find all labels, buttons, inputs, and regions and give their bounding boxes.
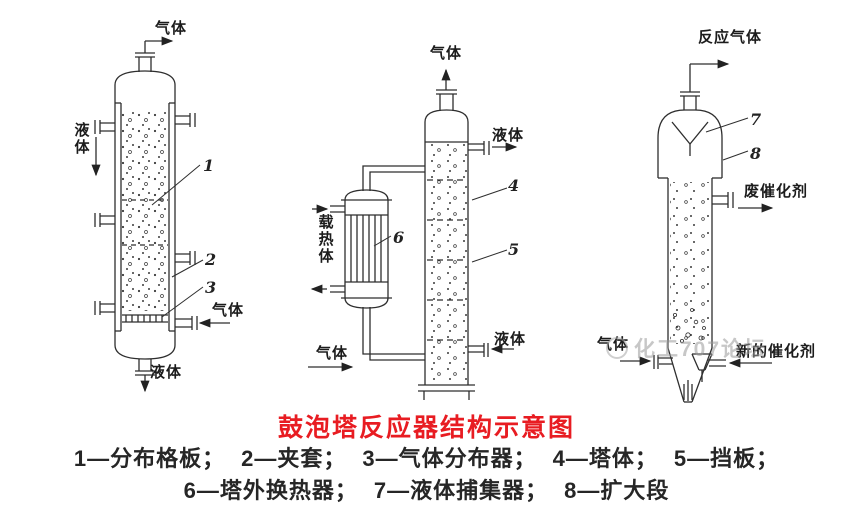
left-gas-outlet-label: 气体 — [155, 20, 188, 37]
callout-7: 7 — [750, 110, 762, 129]
callout-leader-5 — [471, 249, 508, 263]
callout-3: 3 — [205, 278, 217, 297]
baffle-plates — [427, 179, 466, 341]
callout-5: 5 — [508, 240, 520, 259]
vessel-shell — [114, 70, 176, 360]
middle-heat-carrier-label: 载热体 — [316, 214, 334, 265]
bottom-bubble-cluster — [673, 308, 706, 343]
left-liquid-inlet-label: 液体 — [72, 122, 90, 156]
bubble-fill — [122, 111, 168, 311]
lower-circulation-pipe — [362, 307, 425, 361]
callout-leaders — [151, 164, 204, 318]
right-reactor-diagram — [620, 59, 774, 403]
catalyst-feed-funnel — [691, 353, 713, 382]
left-gas-inlet-label: 气体 — [212, 302, 245, 319]
callout-leaders — [705, 117, 749, 161]
callout-leader-4 — [471, 187, 508, 201]
middle-gas-outlet-label: 气体 — [430, 45, 463, 62]
jacket-wall — [115, 102, 175, 332]
right-gas-inlet-label: 气体 — [597, 336, 630, 353]
column-shell — [667, 178, 713, 348]
callout-8: 8 — [750, 144, 762, 163]
heat-exchanger-tubes — [345, 214, 388, 283]
liquid-inlet-pipe — [468, 343, 514, 357]
callout-leader-2 — [171, 259, 204, 278]
callout-leader-7 — [705, 117, 749, 133]
gas-outlet-pipe — [436, 68, 457, 111]
heat-carrier-nozzles — [310, 204, 345, 294]
figure-title: 鼓泡塔反应器结构示意图 — [277, 414, 575, 442]
reaction-gas-outlet-pipe — [680, 59, 730, 110]
legend-line-2: 6—塔外换热器； 7—液体捕集器； 8—扩大段 — [0, 473, 853, 505]
new-catalyst-inlet — [708, 358, 772, 368]
callout-leader-3 — [161, 286, 204, 318]
callout-leader-1 — [151, 164, 201, 206]
liquid-outlet-pipe — [468, 141, 518, 155]
middle-reactor-diagram — [308, 68, 518, 400]
left-liquid-outlet-label: 液体 — [150, 364, 183, 381]
callout-4: 4 — [508, 176, 520, 195]
callout-leader-6 — [373, 235, 392, 247]
heat-exchanger-shell — [341, 189, 392, 309]
spent-catalyst-outlet — [712, 192, 774, 213]
legend-item-5: 5—挡板； — [673, 446, 780, 471]
liquid-trap-funnel — [671, 121, 709, 156]
legend-item-4: 4—塔体； — [552, 446, 658, 471]
gas-inlet — [620, 355, 673, 369]
right-spent-catalyst-label: 废催化剂 — [744, 183, 809, 200]
bottom-cone — [667, 347, 713, 403]
legend-item-1: 1—分布格板； — [73, 446, 226, 471]
liquid-outlet-pipe — [135, 359, 155, 393]
upper-circulation-pipe — [362, 165, 425, 191]
legend-line-1: 1—分布格板； 2—夹套； 3—气体分布器； 4—塔体； 5—挡板； — [0, 441, 853, 473]
legend-item-8: 8—扩大段 — [564, 478, 670, 503]
grid-plates — [122, 199, 168, 246]
middle-liquid-inlet-label: 液体 — [494, 331, 527, 348]
side-nozzle-flanges — [94, 113, 196, 315]
middle-gas-inlet-label: 气体 — [316, 345, 349, 362]
right-new-catalyst-label: 新的催化剂 — [736, 343, 817, 360]
legend-item-7: 7—液体捕集器； — [373, 478, 549, 503]
callout-6: 6 — [393, 228, 405, 247]
legend-item-6: 6—塔外换热器； — [183, 478, 358, 503]
right-reaction-gas-label: 反应气体 — [698, 29, 763, 46]
gas-distributor — [122, 314, 168, 323]
legend-item-3: 3—气体分布器； — [362, 446, 537, 471]
middle-liquid-outlet-label: 液体 — [492, 127, 525, 144]
bubble-fill — [426, 144, 467, 382]
left-reactor-diagram — [91, 36, 230, 393]
callout-2: 2 — [205, 250, 217, 269]
gas-outlet-pipe — [135, 36, 174, 72]
callout-leader-8 — [722, 150, 749, 161]
callout-leaders — [373, 187, 508, 263]
gas-inlet-pipe — [175, 316, 230, 330]
legend-item-2: 2—夹套； — [241, 446, 347, 471]
bubble-fill — [670, 182, 710, 344]
callout-1: 1 — [203, 156, 215, 175]
